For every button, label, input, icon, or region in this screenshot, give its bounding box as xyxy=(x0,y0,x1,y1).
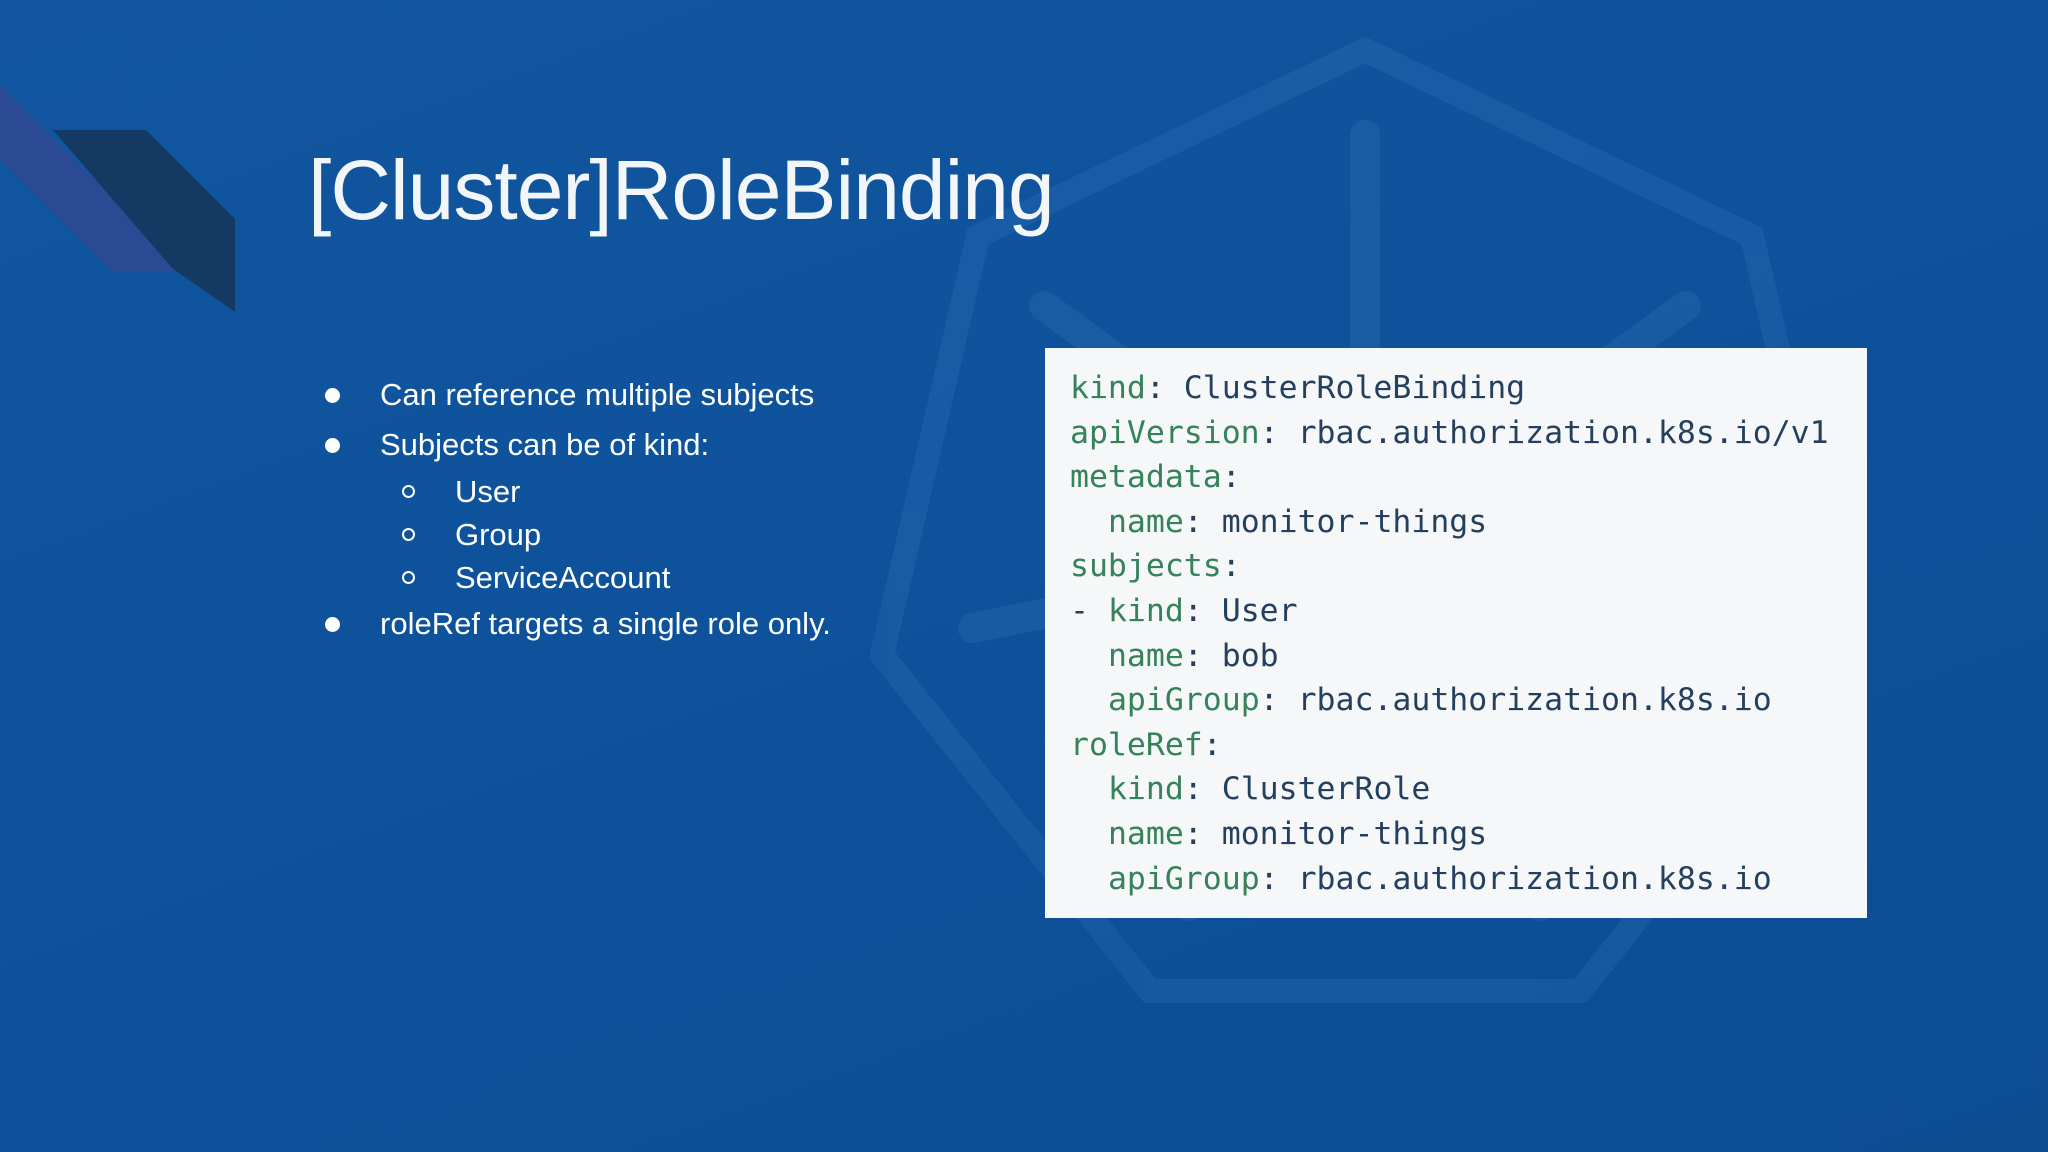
navy-parallelogram-shape xyxy=(53,130,235,312)
code-text xyxy=(1070,638,1108,674)
code-key: name xyxy=(1107,637,1184,674)
bullet-item: Can reference multiple subjects xyxy=(325,370,831,420)
code-key: kind xyxy=(1070,370,1146,406)
code-text: : xyxy=(1202,726,1222,763)
code-text: : bob xyxy=(1183,637,1279,674)
bullet-text: Subjects can be of kind: xyxy=(380,427,710,462)
code-text xyxy=(1070,861,1108,897)
code-text: : xyxy=(1221,548,1241,585)
bullet-text: ServiceAccount xyxy=(455,559,671,595)
code-line: roleRef: xyxy=(1070,723,1857,768)
bullet-circle-icon xyxy=(402,485,415,498)
indigo-stripe-shape xyxy=(0,85,187,272)
bullet-item: Subjects can be of kind: xyxy=(325,420,831,470)
code-text: : rbac.authorization.k8s.io xyxy=(1259,860,1772,897)
code-key: name xyxy=(1107,815,1184,852)
code-text: : monitor-things xyxy=(1183,503,1488,540)
code-key: kind xyxy=(1107,592,1184,629)
code-line: - kind: User xyxy=(1070,589,1857,634)
code-key: apiGroup xyxy=(1107,682,1260,719)
code-line: metadata: xyxy=(1070,455,1857,500)
code-line: apiGroup: rbac.authorization.k8s.io xyxy=(1070,857,1857,902)
bullet-text: Group xyxy=(455,516,542,552)
code-key: kind xyxy=(1107,771,1184,808)
code-text: : User xyxy=(1183,592,1298,629)
code-text: - xyxy=(1070,592,1108,629)
code-text: : xyxy=(1221,459,1241,496)
bullet-item: roleRef targets a single role only. xyxy=(325,599,831,649)
code-key: apiVersion xyxy=(1070,414,1260,451)
code-text: : rbac.authorization.k8s.io xyxy=(1259,682,1772,719)
bullet-circle-icon xyxy=(402,528,415,541)
code-text: : ClusterRoleBinding xyxy=(1145,370,1526,406)
code-line: name: monitor-things xyxy=(1070,500,1857,545)
bullet-circle-icon xyxy=(402,571,415,584)
code-key: apiGroup xyxy=(1107,860,1260,897)
code-line: name: bob xyxy=(1070,634,1857,679)
code-line: apiGroup: rbac.authorization.k8s.io xyxy=(1070,678,1857,723)
bullet-text: roleRef targets a single role only. xyxy=(380,606,831,641)
code-text: : monitor-things xyxy=(1183,815,1488,852)
bullet-dot-icon xyxy=(325,387,340,403)
code-line: kind: ClusterRoleBinding xyxy=(1070,366,1857,411)
sub-bullet-item: User xyxy=(325,470,831,513)
code-key: subjects xyxy=(1070,548,1222,585)
sub-bullet-item: ServiceAccount xyxy=(325,556,831,599)
bullet-dot-icon xyxy=(325,437,340,453)
code-line: subjects: xyxy=(1070,544,1857,589)
code-line: name: monitor-things xyxy=(1070,812,1857,857)
code-line: apiVersion: rbac.authorization.k8s.io/v1 xyxy=(1070,411,1857,456)
code-text xyxy=(1070,504,1108,540)
code-key: metadata xyxy=(1070,459,1222,496)
code-text: : ClusterRole xyxy=(1183,771,1431,808)
bullet-dot-icon xyxy=(325,616,340,632)
code-key: name xyxy=(1107,503,1184,540)
bullet-text: Can reference multiple subjects xyxy=(380,377,815,412)
code-text: : rbac.authorization.k8s.io/v1 xyxy=(1259,414,1829,451)
code-text xyxy=(1070,816,1108,852)
code-text xyxy=(1070,771,1108,807)
code-key: roleRef xyxy=(1070,726,1203,763)
code-text xyxy=(1070,682,1108,718)
sub-bullet-item: Group xyxy=(325,513,831,556)
bullet-text: User xyxy=(455,473,521,509)
code-line: kind: ClusterRole xyxy=(1070,767,1857,812)
slide-title: [Cluster]RoleBinding xyxy=(308,143,1055,237)
